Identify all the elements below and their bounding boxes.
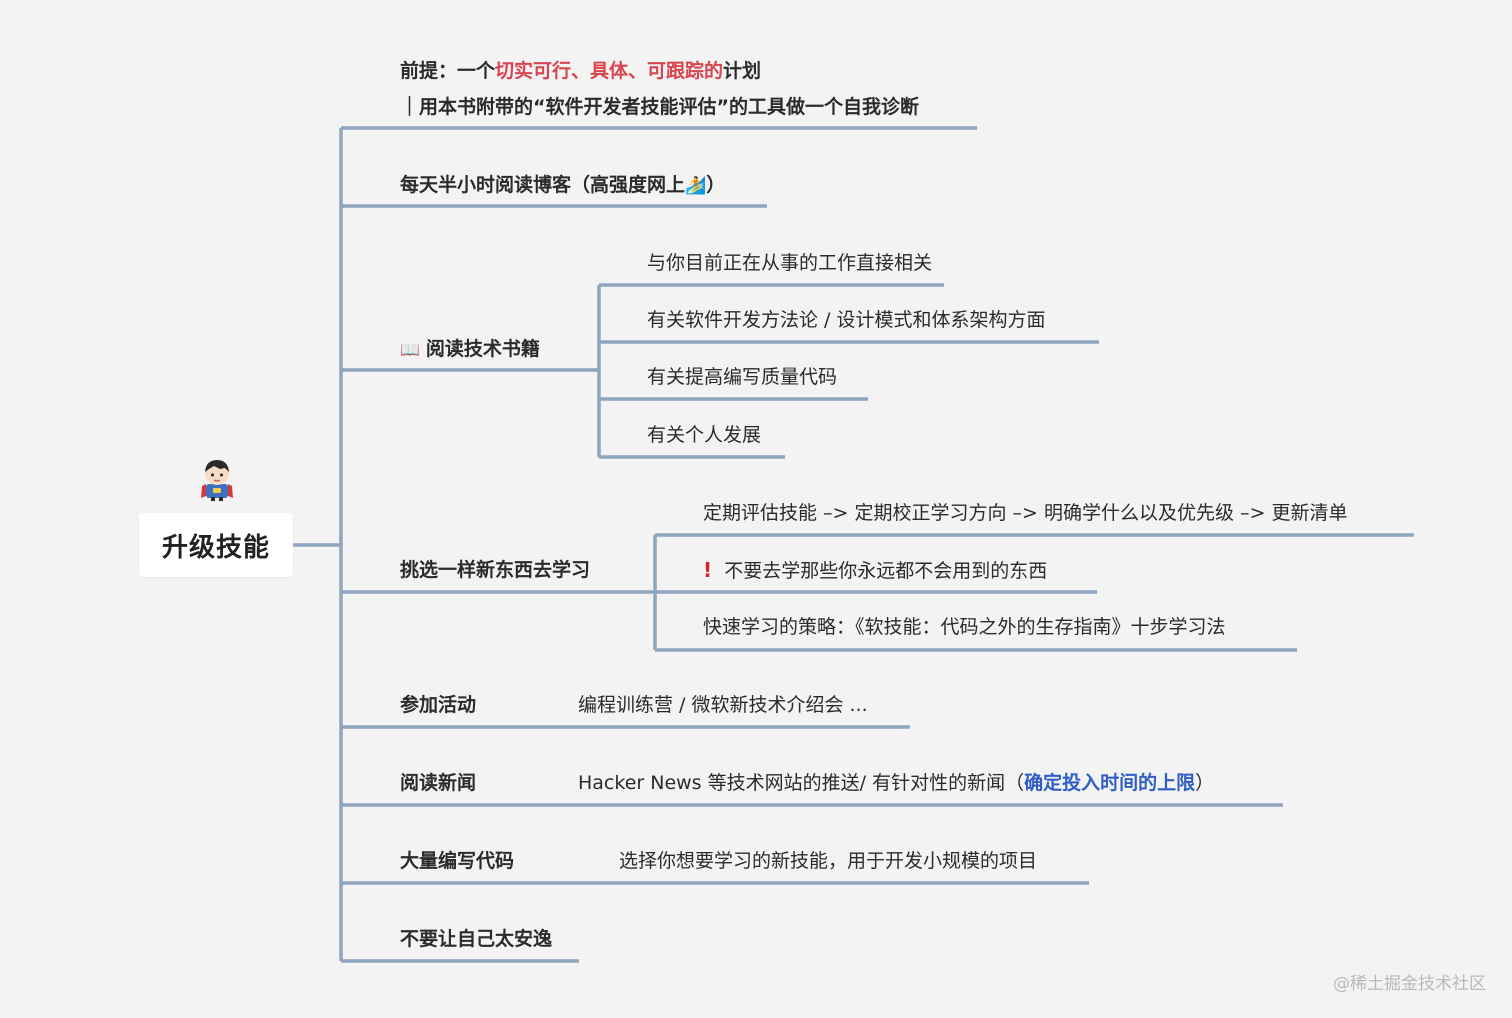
premise-prefix: 前提：一个	[400, 60, 496, 82]
events-node[interactable]: 参加活动	[400, 694, 477, 716]
books-child[interactable]: 有关软件开发方法论 / 设计模式和体系架构方面	[647, 309, 1046, 331]
news-detail-suffix: ）	[1195, 772, 1215, 794]
learn-warning-text: 不要去学那些你永远都不会用到的东西	[724, 560, 1048, 582]
superhero-avatar-icon	[201, 460, 233, 501]
learn-child-warning[interactable]: ! 不要去学那些你永远都不会用到的东西	[703, 557, 1047, 584]
root-node[interactable]: 升级技能	[139, 513, 293, 577]
blogs-label: 每天半小时阅读博客（高强度网上	[400, 174, 686, 196]
premise-node[interactable]: 前提：一个切实可行、具体、可跟踪的计划	[400, 58, 761, 84]
events-detail[interactable]: 编程训练营 / 微软新技术介绍会 ...	[578, 694, 868, 716]
news-node[interactable]: 阅读新闻	[400, 772, 477, 794]
coding-node[interactable]: 大量编写代码	[400, 850, 515, 872]
root-label: 升级技能	[161, 532, 270, 563]
news-detail-highlight: 确定投入时间的上限	[1024, 772, 1196, 794]
blogs-close: ）	[706, 174, 726, 196]
books-child[interactable]: 有关个人发展	[647, 424, 762, 446]
coding-detail[interactable]: 选择你想要学习的新技能，用于开发小规模的项目	[619, 850, 1038, 872]
books-child[interactable]: 有关提高编写质量代码	[647, 366, 838, 388]
premise-note: ｜用本书附带的“软件开发者技能评估”的工具做一个自我诊断	[400, 96, 919, 118]
blogs-node[interactable]: 每天半小时阅读博客（高强度网上🏄）	[400, 172, 725, 199]
book-icon: 📖	[400, 340, 420, 359]
premise-highlight: 切实可行、具体、可跟踪的	[495, 60, 724, 82]
news-detail-prefix: Hacker News 等技术网站的推送/ 有针对性的新闻（	[578, 772, 1025, 794]
comfort-node[interactable]: 不要让自己太安逸	[400, 928, 553, 950]
watermark: @稀土掘金技术社区	[1333, 974, 1486, 994]
learn-node[interactable]: 挑选一样新东西去学习	[400, 559, 591, 581]
learn-child-strategy[interactable]: 快速学习的策略：《软技能：代码之外的生存指南》十步学习法	[703, 616, 1226, 638]
books-child[interactable]: 与你目前正在从事的工作直接相关	[647, 252, 933, 274]
news-detail[interactable]: Hacker News 等技术网站的推送/ 有针对性的新闻（确定投入时间的上限）	[578, 770, 1214, 796]
premise-suffix: 计划	[723, 60, 762, 82]
learn-child-evaluate[interactable]: 定期评估技能 –> 定期校正学习方向 –> 明确学什么以及优先级 –> 更新清单	[703, 502, 1348, 524]
books-label: 阅读技术书籍	[425, 338, 540, 360]
exclamation-icon: !	[703, 558, 713, 582]
books-node[interactable]: 📖 阅读技术书籍	[400, 336, 540, 363]
surfer-icon: 🏄	[685, 176, 707, 196]
